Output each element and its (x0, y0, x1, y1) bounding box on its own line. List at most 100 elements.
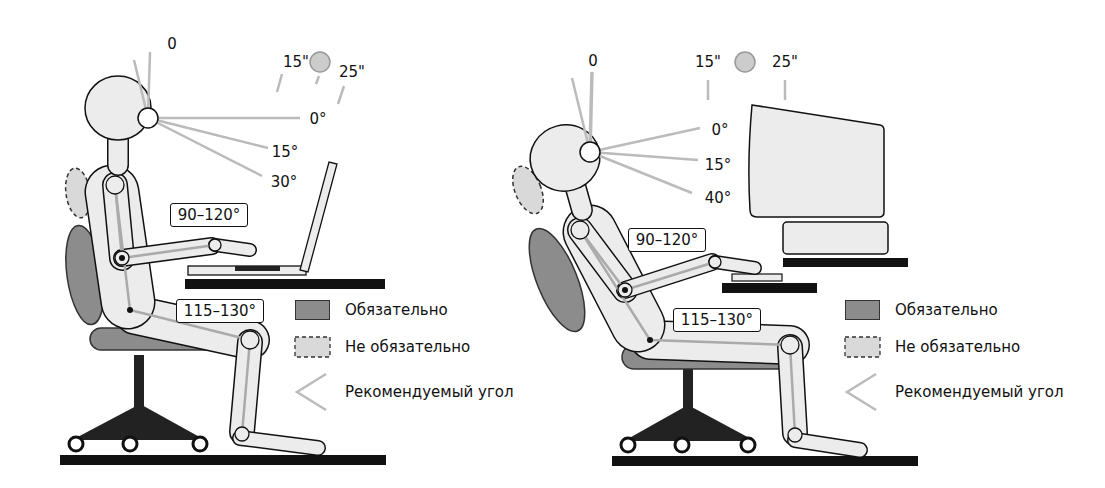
optional-sample (295, 337, 330, 357)
angle-label: 40° (705, 189, 732, 207)
distance-tick (784, 80, 787, 100)
laptop-base (188, 266, 306, 275)
chair-post (683, 368, 693, 410)
hip-dot (647, 337, 653, 343)
legend-sample-space (845, 382, 880, 402)
angle-label: 15° (705, 156, 732, 174)
chair-base (624, 405, 755, 441)
left-workplace (60, 52, 386, 465)
distance-tick (277, 74, 282, 92)
laptop-screen (300, 162, 337, 272)
neck (109, 140, 128, 165)
distance-label: 0 (167, 35, 177, 53)
sight-line (572, 78, 590, 152)
foot (240, 438, 318, 448)
legend-item: Рекомендуемый угол (845, 382, 1064, 402)
knee-joint (781, 336, 799, 354)
shoulder-joint (571, 221, 589, 239)
legend-text: Обязательно (895, 301, 998, 319)
left-figure (112, 140, 318, 448)
keyboard-tray (722, 283, 817, 293)
floor (612, 456, 918, 466)
desk (783, 258, 908, 267)
sight-line (148, 117, 300, 120)
legend-text: Не обязательно (895, 338, 1020, 356)
sight-line (590, 72, 592, 152)
foot-outline (240, 438, 318, 448)
legend-sample-space (295, 337, 330, 357)
sight-line (148, 118, 262, 176)
chair-wheel (123, 437, 137, 451)
ear (138, 108, 158, 128)
legend-item: Обязательно (295, 300, 448, 320)
sight-line (590, 128, 700, 152)
angle-box: 115–130° (673, 308, 761, 332)
angle-value: 115–130° (681, 311, 753, 329)
distance-tick (707, 80, 710, 100)
knee-joint (241, 331, 259, 349)
angle-label: 0° (711, 121, 728, 139)
legend-item: Не обязательно (295, 337, 470, 357)
angle-label: 15° (272, 143, 299, 161)
distance-marker (735, 52, 755, 72)
angle-box: 115–130° (176, 299, 264, 323)
angle-value: 115–130° (184, 302, 256, 320)
ankle-joint (788, 428, 802, 442)
legend-text: Рекомендуемый угол (895, 383, 1064, 401)
wrist-joint (709, 256, 721, 268)
chair-post (134, 355, 144, 410)
chair-wheel (193, 437, 207, 451)
foot-outline (795, 440, 860, 450)
neck-outline (107, 140, 129, 165)
ankle-joint (235, 427, 249, 441)
angle-label: 0° (309, 110, 326, 128)
legend-item: Рекомендуемый угол (295, 382, 514, 402)
floor (60, 455, 386, 465)
elbow-dot (622, 287, 628, 293)
angle-label: 30° (271, 173, 298, 191)
legend-text: Обязательно (345, 301, 448, 319)
legend-swatch (845, 300, 880, 320)
angle-sample (847, 374, 876, 410)
chair-wheel (621, 438, 635, 452)
left-sight-lines (134, 52, 344, 176)
legend-sample-space (295, 382, 330, 402)
angle-value: 90–120° (636, 231, 699, 249)
right-figure (575, 185, 860, 450)
elbow-joint (618, 283, 632, 297)
distance-label: 15" (695, 53, 721, 71)
sight-line (590, 152, 692, 193)
right-skeleton (580, 230, 795, 435)
legend-text: Рекомендуемый угол (345, 383, 514, 401)
distance-label: 15" (283, 53, 309, 71)
keyboard (732, 274, 782, 281)
legend-text: Не обязательно (345, 338, 470, 356)
shoulder-joint (106, 176, 124, 194)
chair-wheel (69, 437, 83, 451)
hip-dot (127, 307, 133, 313)
desk (185, 279, 385, 289)
optional-sample (845, 337, 880, 357)
ear (580, 142, 600, 162)
distance-tick (338, 86, 344, 104)
chair-wheel (675, 438, 689, 452)
wrist-joint (209, 239, 221, 251)
distance-tick (316, 76, 319, 84)
chair-wheel (741, 438, 755, 452)
distance-label: 25" (772, 53, 798, 71)
monitor-stand (783, 222, 888, 254)
distance-label: 0 (588, 52, 598, 70)
right-workplace (507, 52, 918, 466)
legend-item: Обязательно (845, 300, 998, 320)
elbow-dot (119, 255, 125, 261)
laptop-keyboard (235, 266, 280, 271)
legend-swatch (295, 300, 330, 320)
legend-item: Не обязательно (845, 337, 1020, 357)
legend-sample-space (845, 337, 880, 357)
sight-line (148, 118, 268, 148)
foot (795, 440, 860, 450)
angle-box: 90–120° (170, 203, 249, 227)
angle-value: 90–120° (178, 206, 241, 224)
